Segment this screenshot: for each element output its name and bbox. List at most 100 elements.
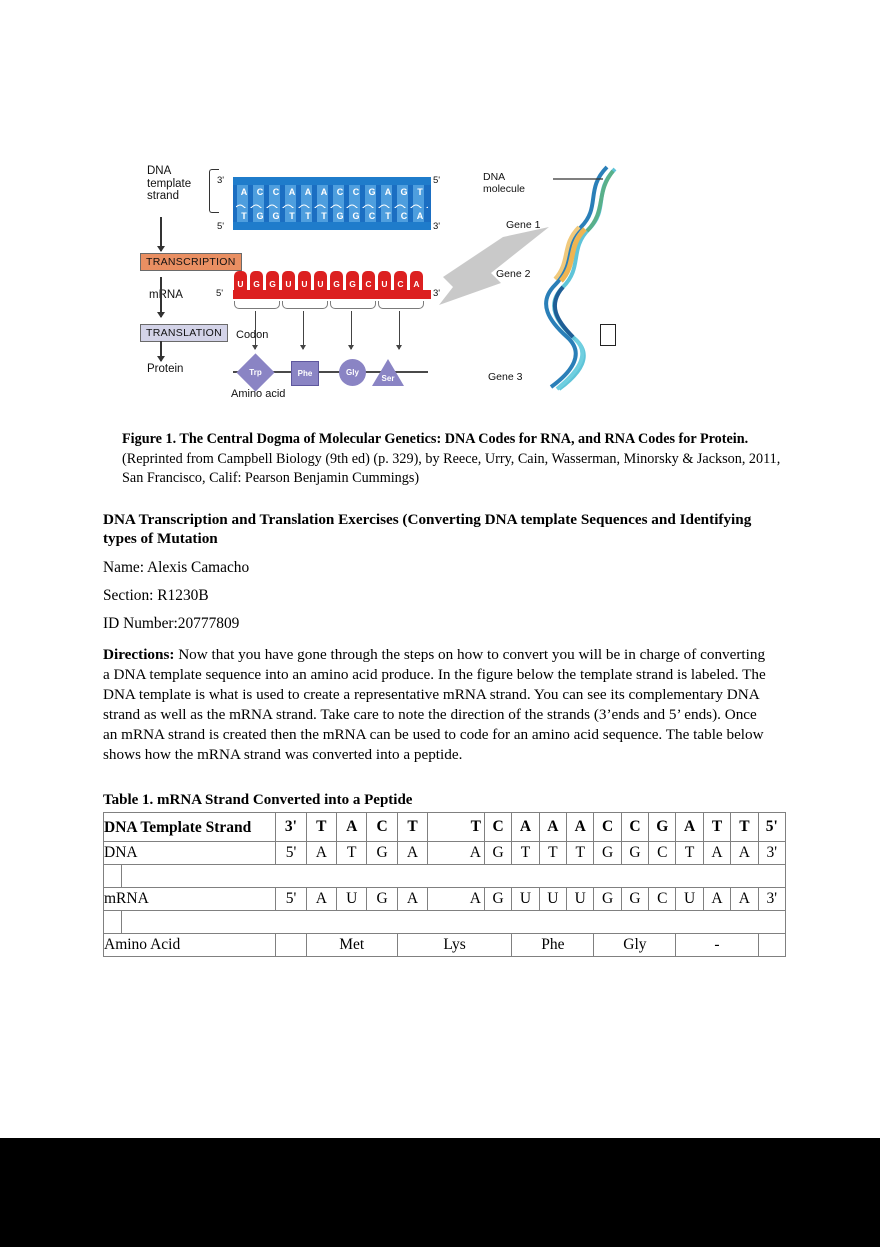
table-cell-nucleotide: C xyxy=(648,841,677,865)
row-label-dna-template-strand: DNA Template Strand xyxy=(102,812,277,842)
spacer-cell-narrow xyxy=(102,910,123,934)
down-arrow-icon xyxy=(157,277,164,318)
dna-backbone-bottom xyxy=(233,222,431,230)
dna-rung xyxy=(365,185,376,222)
transcription-tag: TRANSCRIPTION xyxy=(140,253,242,271)
dna-hydrogen-bond-wave-icon xyxy=(236,204,428,208)
table-cell-nucleotide: G xyxy=(483,887,513,911)
figure-label-mrna: mRNA xyxy=(149,289,183,301)
table-cell-nucleotide: A xyxy=(702,841,732,865)
dna-rung xyxy=(349,185,360,222)
dna-base-pair-rungs xyxy=(236,185,428,222)
table-cell-nucleotide: T xyxy=(730,812,759,842)
page-title: DNA Transcription and Translation Exerci… xyxy=(103,511,752,547)
table-cell-amino-acid: Met xyxy=(305,933,398,957)
table-cell-nucleotide: U xyxy=(511,887,540,911)
dna-complement-base: G xyxy=(336,211,344,221)
mrna-base: C xyxy=(394,271,407,292)
table-cell-nucleotide: G xyxy=(620,841,650,865)
table-cell-nucleotide: A xyxy=(427,887,485,911)
directions-paragraph: Directions: Now that you have gone throu… xyxy=(103,645,771,766)
dna-rung xyxy=(317,185,328,222)
table-cell-nucleotide: C xyxy=(620,812,650,842)
table-cell-nucleotide: T xyxy=(566,841,595,865)
figure-caption: Figure 1. The Central Dogma of Molecular… xyxy=(122,430,782,489)
table-cell-nucleotide: A xyxy=(336,812,368,842)
dna-complement-base: C xyxy=(400,211,408,221)
dna-complement-base: T xyxy=(241,211,247,221)
table-cell-nucleotide: 3' xyxy=(757,841,787,865)
dna-template-base: A xyxy=(384,187,392,197)
dna-template-base: A xyxy=(320,187,328,197)
amino-acid-shape-phe: Phe xyxy=(291,361,319,386)
table-cell-nucleotide: 3' xyxy=(275,812,307,842)
mrna-base: U xyxy=(314,271,327,292)
figure-end-3prime-complement-right: 3' xyxy=(433,221,441,232)
codon-to-amino-acid-arrow-icon xyxy=(250,311,259,350)
table-cell-nucleotide: G xyxy=(366,841,398,865)
codon-brace-icon xyxy=(282,301,328,309)
student-name: Name: Alexis Camacho xyxy=(103,559,250,576)
mrna-backbone xyxy=(233,290,431,299)
figure-end-5prime-template-right: 5' xyxy=(433,175,441,186)
table-row-spacer xyxy=(102,864,786,888)
dna-template-base: G xyxy=(400,187,408,197)
dna-template-base: C xyxy=(272,187,280,197)
mrna-base: U xyxy=(282,271,295,292)
table-cell-nucleotide: 5' xyxy=(757,812,787,842)
table-cell-nucleotide: A xyxy=(566,812,595,842)
table-cell-nucleotide: U xyxy=(566,887,595,911)
dna-rung xyxy=(237,185,248,222)
mrna-base: U xyxy=(298,271,311,292)
dna-template-base: A xyxy=(288,187,296,197)
amino-acid-label: Trp xyxy=(249,368,262,377)
page-bottom-band xyxy=(0,1138,880,1247)
amino-acid-label: Ser xyxy=(381,374,395,383)
dna-template-base: C xyxy=(256,187,264,197)
translation-tag: TRANSLATION xyxy=(140,324,229,342)
figure-label-gene2: Gene 2 xyxy=(496,268,531,280)
table-cell-nucleotide: A xyxy=(396,841,429,865)
table-cell-nucleotide: A xyxy=(675,812,704,842)
table-cell-nucleotide: C xyxy=(648,887,677,911)
mrna-base: G xyxy=(266,271,279,292)
dna-rung xyxy=(381,185,392,222)
codon-brace-icon xyxy=(330,301,376,309)
student-section: Section: R1230B xyxy=(103,587,209,604)
table-cell-nucleotide: A xyxy=(305,887,338,911)
mrna-base: A xyxy=(410,271,423,292)
down-arrow-icon xyxy=(157,341,164,362)
figure-caption-title: Figure 1. The Central Dogma of Molecular… xyxy=(122,431,749,447)
dna-template-base: C xyxy=(352,187,360,197)
dna-complement-base: G xyxy=(256,211,264,221)
figure-end-5prime-complement-left: 5' xyxy=(217,221,225,232)
codon-to-amino-acid-arrow-icon xyxy=(394,311,403,350)
dna-rung xyxy=(253,185,264,222)
spacer-cell-wide xyxy=(121,864,786,888)
table-title: Table 1. mRNA Strand Converted into a Pe… xyxy=(103,792,413,808)
figure-label-gene3: Gene 3 xyxy=(488,371,523,383)
table-row-spacer xyxy=(102,910,786,934)
table-cell-nucleotide: A xyxy=(396,887,429,911)
mrna-base: G xyxy=(346,271,359,292)
table-cell-nucleotide: 3' xyxy=(757,887,787,911)
codon-to-amino-acid-arrow-icon xyxy=(346,311,355,350)
table-cell-nucleotide: 5' xyxy=(275,887,307,911)
dna-molecule-helix-icon xyxy=(544,165,617,391)
mrna-base: U xyxy=(234,271,247,292)
table-cell-nucleotide: U xyxy=(336,887,368,911)
codon-brace-icon xyxy=(234,301,280,309)
dna-rung xyxy=(333,185,344,222)
figure-label-protein: Protein xyxy=(147,363,184,375)
dna-complement-base: A xyxy=(416,211,424,221)
table-cell-amino-acid: - xyxy=(675,933,759,957)
table-cell-nucleotide: T xyxy=(427,812,485,842)
table-cell-nucleotide: T xyxy=(511,841,540,865)
mrna-base: G xyxy=(250,271,263,292)
table-cell-amino-acid: Lys xyxy=(396,933,513,957)
